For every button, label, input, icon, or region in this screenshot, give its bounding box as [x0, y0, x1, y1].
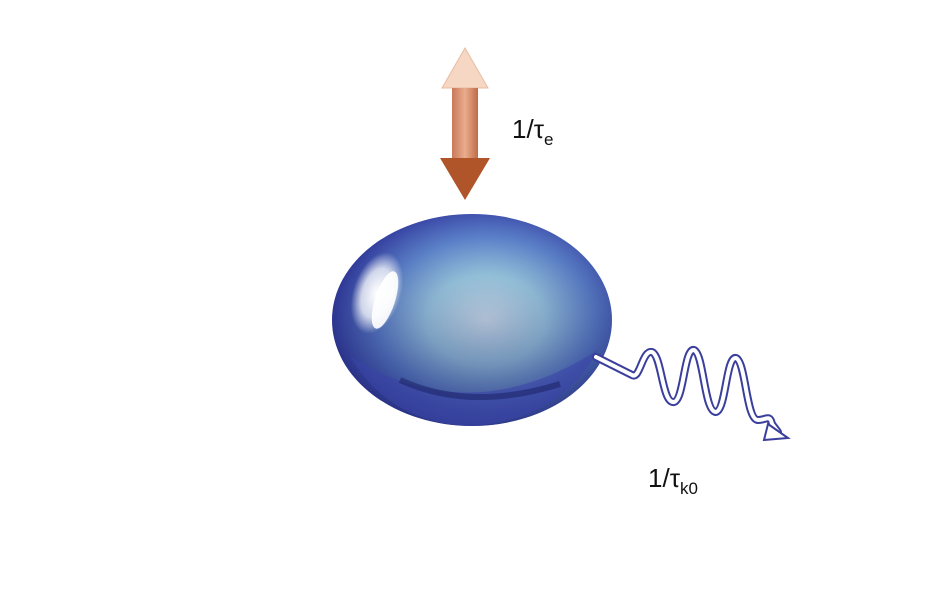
resonator-droplet	[332, 214, 612, 426]
exchange-rate-subscript: e	[543, 130, 554, 149]
exchange-rate-prefix: 1/	[512, 114, 534, 144]
exchange-rate-symbol: τ	[533, 114, 544, 144]
double-arrow-icon	[440, 46, 490, 200]
photon-wave-icon	[592, 346, 791, 442]
intrinsic-loss-rate-label: 1/τk0	[648, 463, 698, 497]
intrinsic-loss-rate-subscript: k0	[679, 479, 698, 498]
intrinsic-loss-rate-symbol: τ	[669, 463, 680, 493]
exchange-rate-label: 1/τe	[512, 114, 553, 148]
intrinsic-loss-rate-prefix: 1/	[648, 463, 670, 493]
